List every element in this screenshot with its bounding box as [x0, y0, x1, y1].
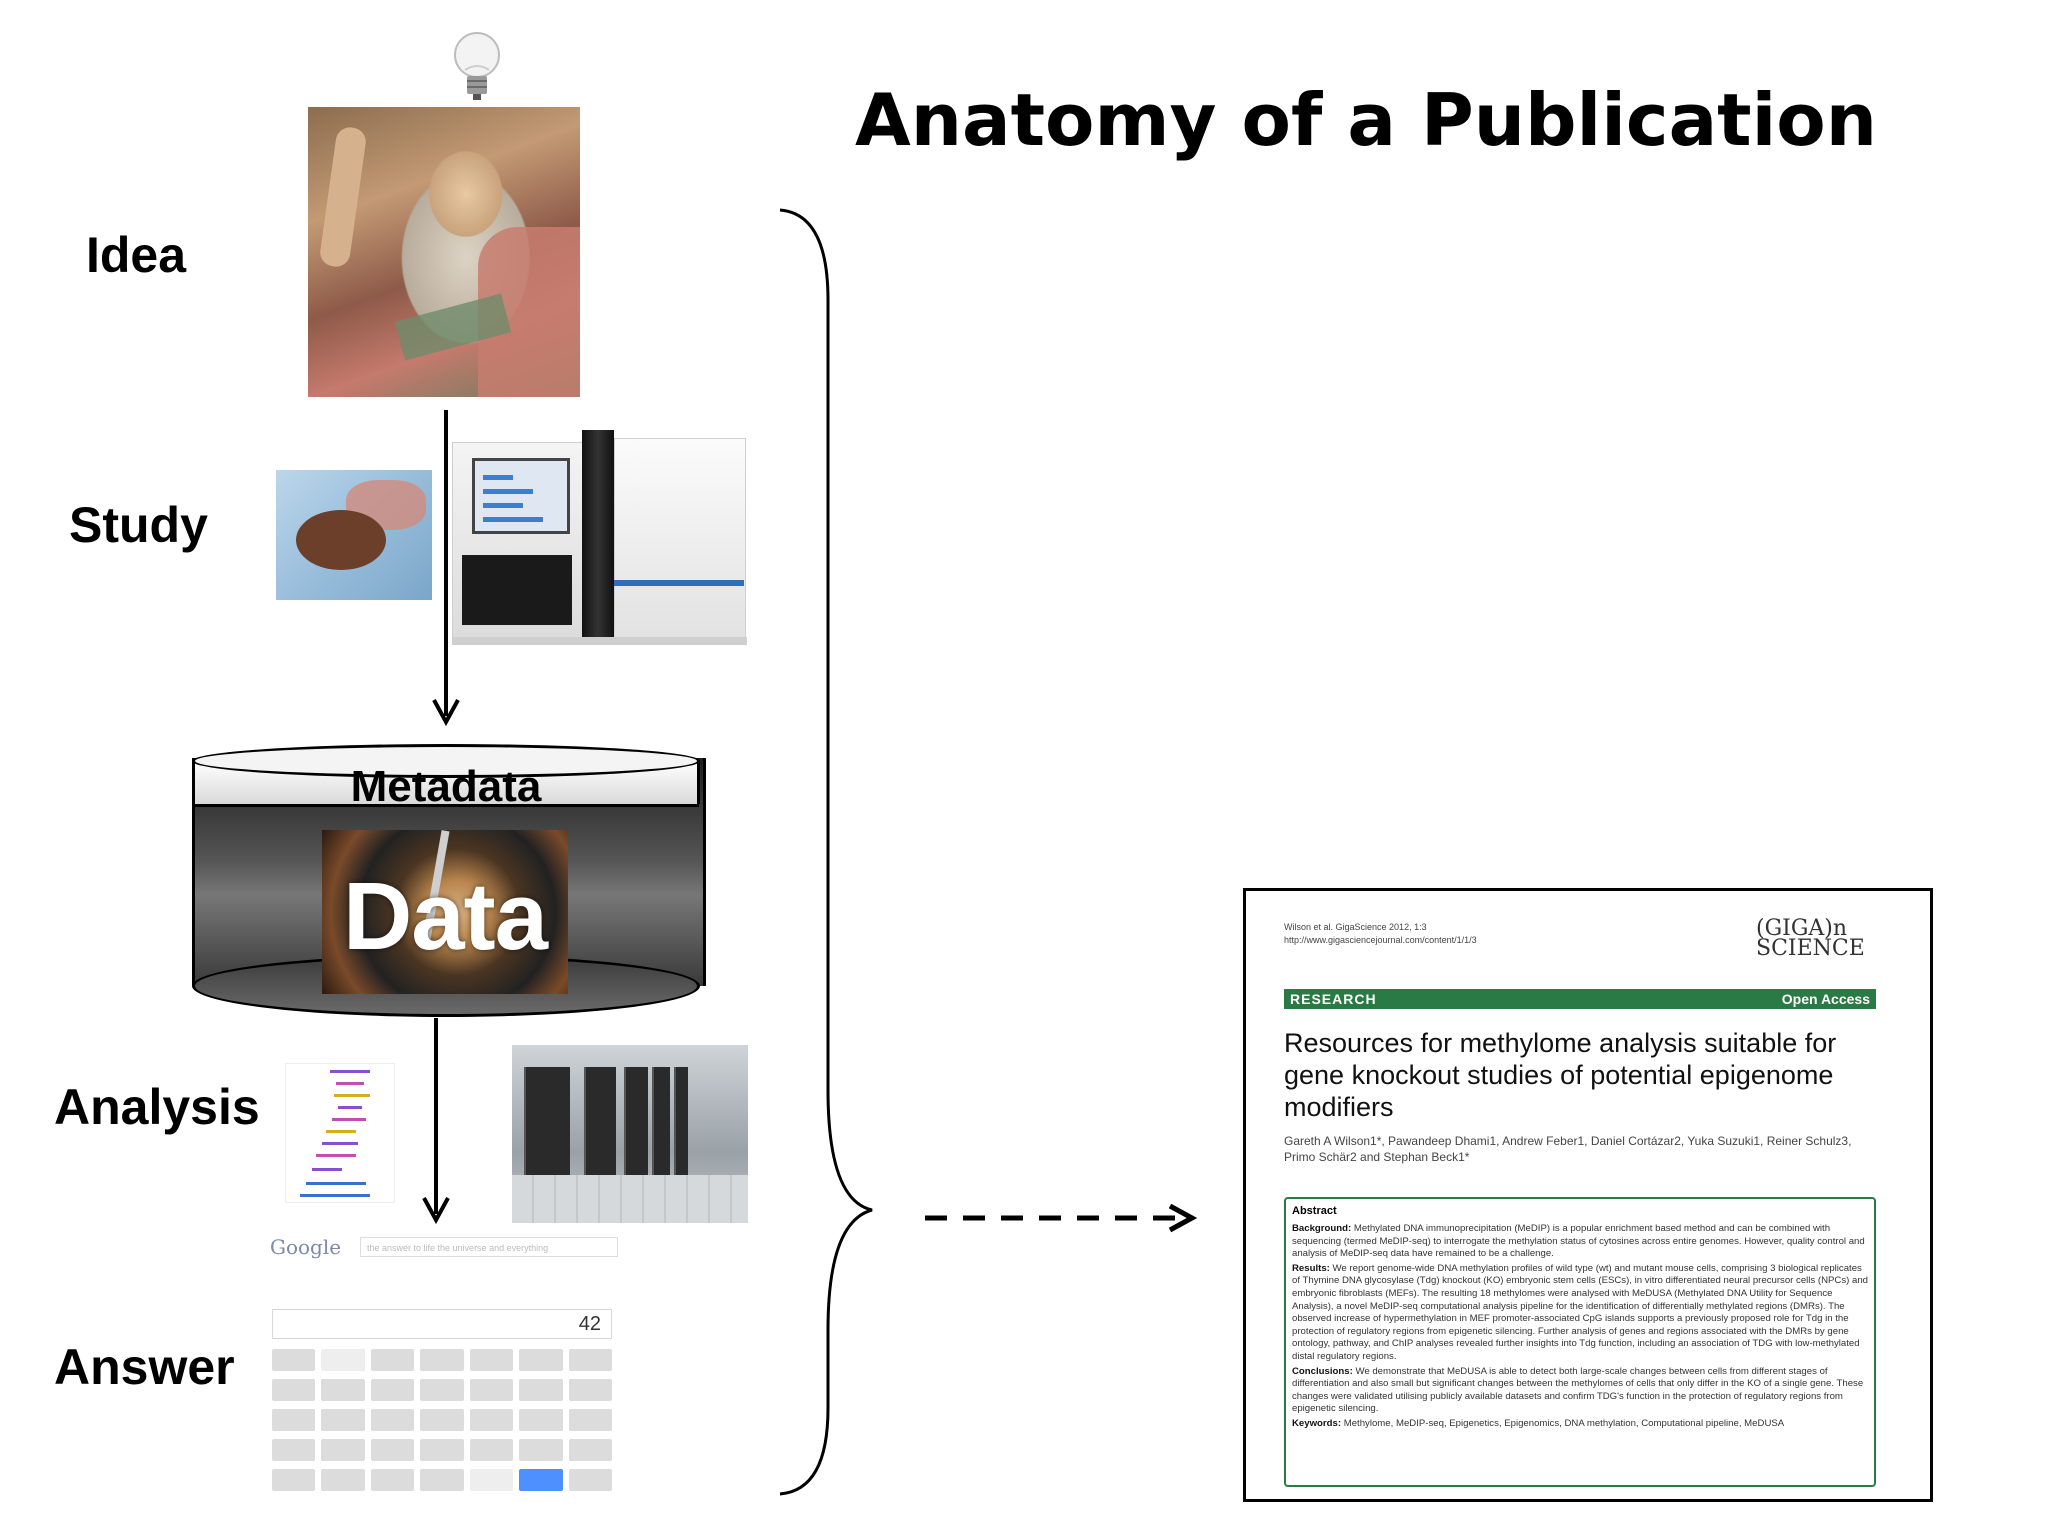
- analysis-workflow-diagram: [285, 1063, 395, 1203]
- arrow-data-to-answer: [422, 1018, 450, 1225]
- research-section-bar: RESEARCH Open Access: [1284, 989, 1876, 1009]
- dashed-arrow-to-publication: [925, 1203, 1198, 1233]
- curly-brace: [779, 208, 873, 1496]
- stage-label-answer: Answer: [54, 1339, 235, 1395]
- light-bulb-icon: [454, 32, 500, 100]
- stage-label-idea: Idea: [86, 227, 187, 283]
- hard-drive-image: [322, 830, 568, 994]
- publication-authors: Gareth A Wilson1*, Pawandeep Dhami1, And…: [1284, 1134, 1852, 1164]
- abstract-results: Results: We report genome-wide DNA methy…: [1292, 1262, 1869, 1362]
- abstract-conclusions: Conclusions: We demonstrate that MeDUSA …: [1292, 1365, 1864, 1415]
- abstract-keywords: Keywords: Methylome, MeDIP-seq, Epigenet…: [1292, 1417, 1785, 1429]
- open-access-label: Open Access: [1781, 991, 1870, 1007]
- metadata-band-divider: [194, 804, 699, 807]
- server-room-image: [512, 1045, 748, 1223]
- metadata-label: Metadata: [350, 762, 542, 811]
- publication-title: Resources for methylome analysis suitabl…: [1284, 1028, 1837, 1122]
- database-cylinder-top: [192, 744, 700, 778]
- calculator-equals-key: [519, 1469, 563, 1491]
- google-search-box: the answer to life the universe and ever…: [360, 1237, 618, 1257]
- plato-painting-image: [308, 107, 580, 397]
- page-title: Anatomy of a Publication: [855, 78, 1877, 162]
- stage-label-study: Study: [69, 497, 208, 553]
- section-label: RESEARCH: [1290, 991, 1377, 1007]
- lab-mouse-image: [276, 470, 432, 600]
- data-label: Data: [342, 863, 548, 970]
- calculator-display: 42: [272, 1309, 612, 1339]
- publication-page: Wilson et al. GigaScience 2012, 1:3 http…: [1243, 888, 1933, 1502]
- abstract-background: Background: Methylated DNA immunoprecipi…: [1292, 1223, 1865, 1260]
- abstract-heading: Abstract: [1292, 1205, 1337, 1217]
- sequencer-machine-image: [452, 430, 747, 645]
- journal-logo: (GIGA)n SCIENCE: [1756, 916, 1865, 961]
- google-calculator-screenshot: Google the answer to life the universe a…: [268, 1233, 628, 1498]
- publication-citation: Wilson et al. GigaScience 2012, 1:3 http…: [1284, 922, 1477, 945]
- google-logo: Google: [270, 1235, 342, 1259]
- publication-abstract: Abstract Background: Methylated DNA immu…: [1284, 1197, 1876, 1487]
- calculator-keypad: [272, 1349, 612, 1491]
- stage-label-analysis: Analysis: [54, 1079, 260, 1135]
